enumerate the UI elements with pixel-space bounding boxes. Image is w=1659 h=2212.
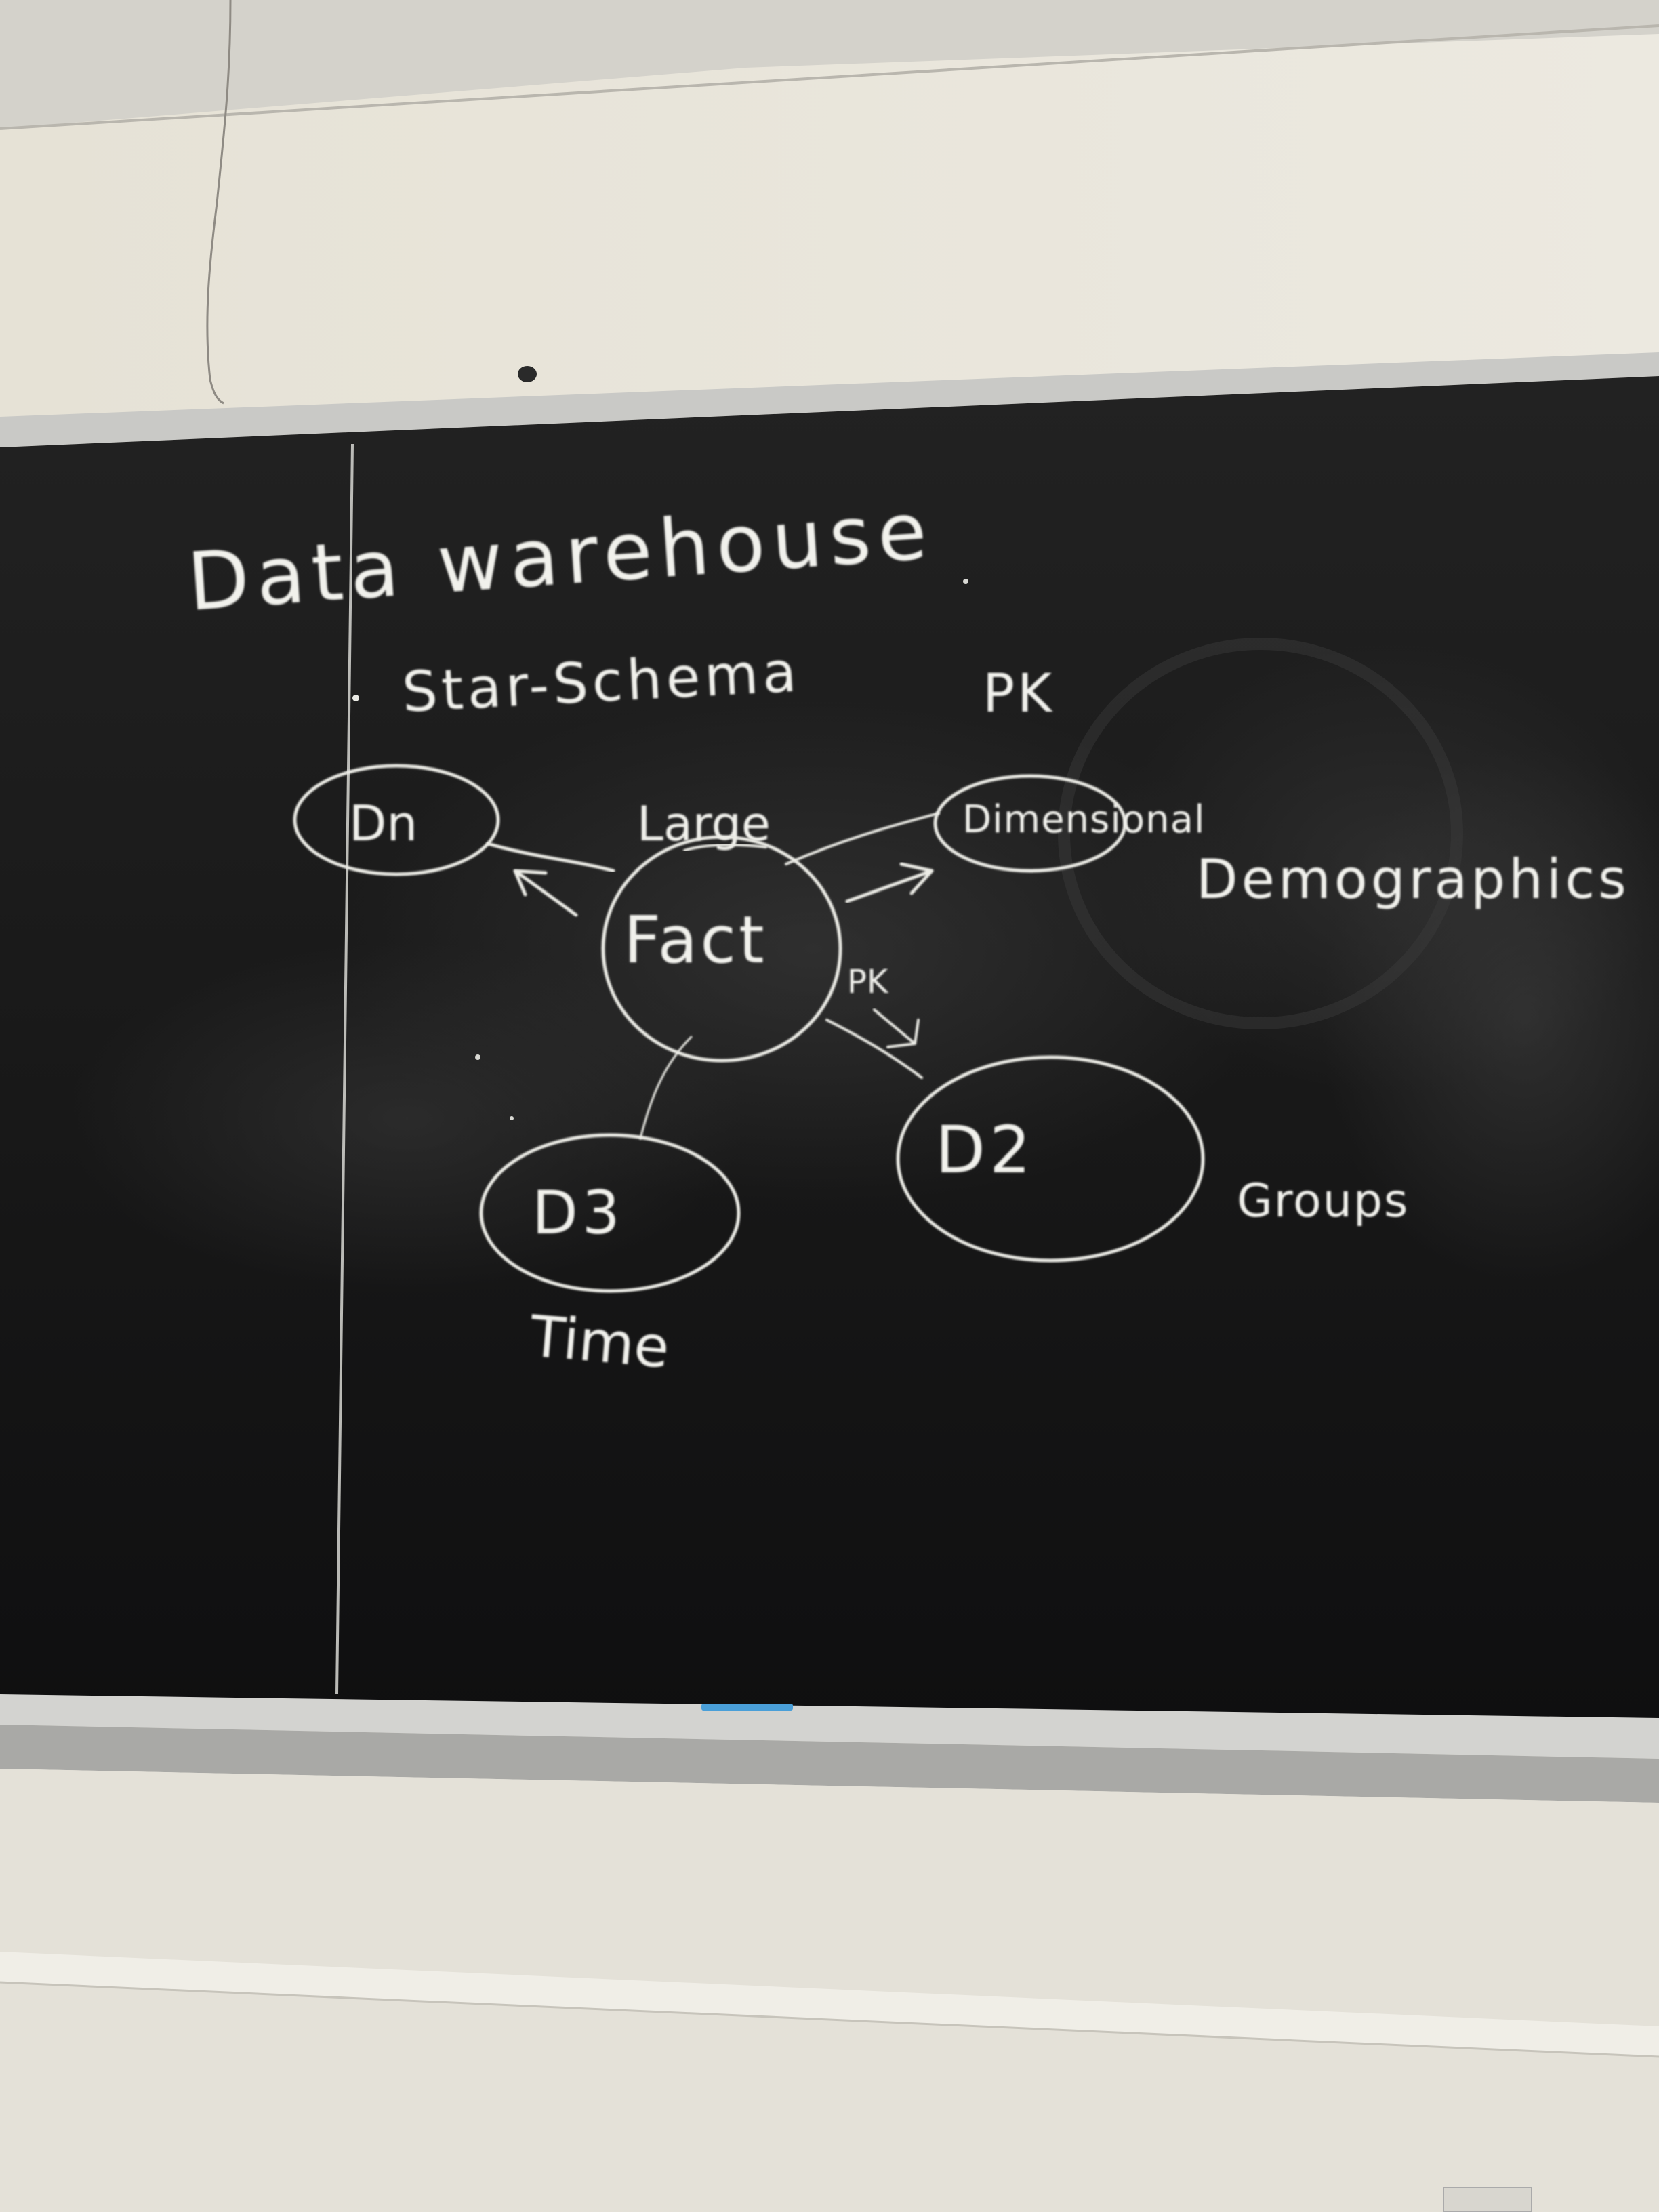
eraser-smudge xyxy=(68,942,745,1294)
fact-annotation: Large xyxy=(637,796,771,852)
dimension-node-d3 xyxy=(479,1133,741,1293)
large-underline xyxy=(683,843,767,852)
arrow-to-dimensional xyxy=(845,862,934,903)
pk-label-d2: PK xyxy=(847,963,889,1001)
ceiling-line xyxy=(0,24,1659,130)
dimension-node-d2-label: D2 xyxy=(935,1112,1035,1188)
fact-node xyxy=(601,835,842,1063)
dimension-node-d3-label: D3 xyxy=(532,1178,624,1248)
connector-fact-d3 xyxy=(639,1036,693,1140)
dimension-node-dn-label: Dn xyxy=(349,795,417,852)
connector-fact-dn xyxy=(486,842,615,873)
ceiling-edge xyxy=(0,0,1659,129)
arrow-to-d2-small xyxy=(873,1008,920,1048)
hanging-cable xyxy=(206,0,232,405)
board-frame-top xyxy=(0,352,1659,447)
pk-label-top: PK xyxy=(983,663,1054,724)
dimension-node-dn xyxy=(293,764,500,876)
chalk-dot xyxy=(475,1054,480,1060)
wall-hook xyxy=(518,366,537,382)
bullet-dot xyxy=(352,695,359,701)
wall-ledge-line xyxy=(0,1981,1659,2058)
arrow-to-dn xyxy=(513,869,578,917)
wall-outlet xyxy=(1443,2187,1532,2212)
eraser-smudge xyxy=(1322,745,1659,1288)
wall-ledge xyxy=(0,1952,1659,2057)
connector-fact-d2 xyxy=(825,1019,923,1079)
connector-fact-dimensional xyxy=(785,812,940,865)
dimensional-annotation: Demographics xyxy=(1196,848,1630,911)
dimension-node-dimensional-label: Dimensional xyxy=(962,798,1206,842)
ghost-circle xyxy=(1058,638,1463,1029)
chalk-tray-shadow xyxy=(0,1725,1659,1803)
chalk-dot xyxy=(963,579,968,584)
dimension-node-d2 xyxy=(896,1055,1205,1263)
chalk-dot xyxy=(510,1116,514,1120)
d2-annotation: Groups xyxy=(1237,1174,1409,1228)
d3-annotation: Time xyxy=(527,1303,672,1381)
dimension-node-dimensional xyxy=(933,774,1127,873)
eraser-tag xyxy=(701,1704,793,1711)
chalk-tray xyxy=(0,1694,1659,1759)
board-divider-line xyxy=(335,443,354,1695)
fact-node-label: Fact xyxy=(623,902,767,978)
